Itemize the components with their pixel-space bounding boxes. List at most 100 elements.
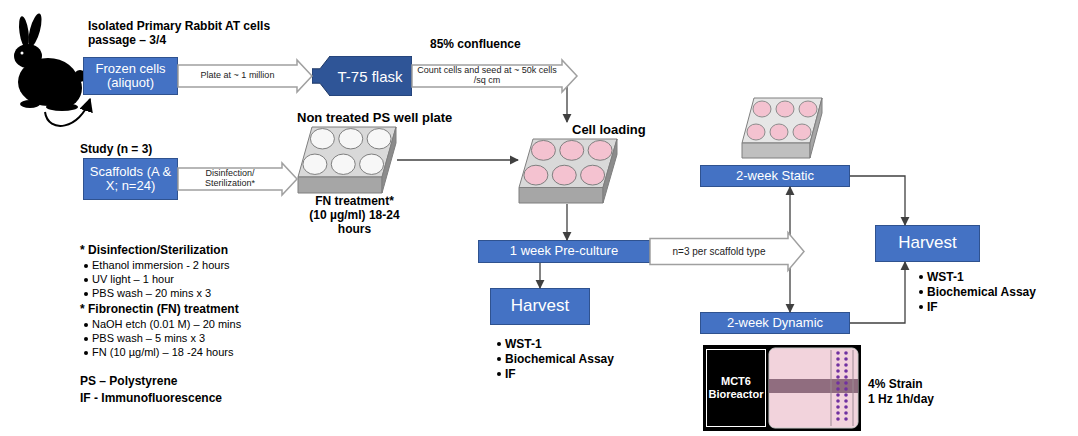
label-text: IF - Immunofluorescence bbox=[80, 391, 222, 405]
rabbit-silhouette bbox=[14, 12, 86, 111]
plate-well bbox=[367, 129, 391, 149]
plate-well bbox=[776, 101, 794, 117]
bullet-item: FN (10 µg/ml) – 18 -24 hours bbox=[92, 346, 302, 359]
bullet-dot bbox=[497, 342, 501, 346]
bullet-item: WST-1 bbox=[505, 337, 625, 351]
edge-label: Plate at ~ 1 million bbox=[181, 65, 294, 87]
note-text: IF - Immunofluorescence bbox=[80, 391, 280, 405]
connector-line bbox=[397, 159, 518, 160]
bullet-dot bbox=[84, 337, 88, 341]
node-text: 2-week Static bbox=[736, 169, 814, 183]
label-text: Ethanol immersion - 2 hours bbox=[92, 259, 230, 271]
label-text: Biochemical Assay bbox=[927, 285, 1036, 299]
label-text: * Disinfection/Sterilization bbox=[80, 243, 228, 257]
plate-well bbox=[793, 124, 811, 140]
bioreactor-box: MCT6 Bioreactor bbox=[706, 349, 766, 427]
node-text: Non treated PS well plate bbox=[297, 110, 397, 126]
block-arrow bbox=[178, 60, 312, 92]
label-text: FN (10 µg/ml) – 18 -24 hours bbox=[92, 346, 233, 358]
bioreactor-frame bbox=[703, 345, 861, 431]
edge-label: n=3 per scaffold type bbox=[653, 239, 785, 265]
note-text: Isolated Primary Rabbit AT cells passage… bbox=[88, 19, 308, 48]
bullet-dot bbox=[84, 351, 88, 355]
bullet-item: IF bbox=[505, 367, 625, 381]
bullet-item: NaOH etch (0.01 M) – 20 mins bbox=[92, 318, 302, 331]
connector bbox=[540, 263, 541, 288]
connector bbox=[650, 252, 790, 313]
label-text: Study (n = 3) bbox=[80, 142, 152, 156]
chamber-rail bbox=[853, 350, 854, 426]
bullet-dot bbox=[497, 357, 501, 361]
label-text: PBS wash – 20 mins x 3 bbox=[92, 287, 211, 299]
process-box: 2-week Static bbox=[700, 165, 850, 187]
connector bbox=[850, 262, 905, 323]
block-arrow bbox=[178, 163, 297, 195]
note-text: 4% Strain bbox=[868, 377, 968, 391]
node-text: Frozen cells (aliquot) bbox=[86, 62, 175, 91]
well-plate-illustration bbox=[742, 98, 822, 158]
chamber-rail bbox=[831, 350, 832, 426]
bullet-item: Ethanol immersion - 2 hours bbox=[92, 259, 302, 272]
bullet-item: PBS wash – 20 mins x 3 bbox=[92, 287, 302, 300]
source-arrow bbox=[45, 99, 90, 126]
label-text: * Fibronectin (FN) treatment bbox=[80, 302, 239, 316]
node-text: Harvest bbox=[511, 297, 570, 316]
plate-side bbox=[298, 177, 382, 193]
flask-body bbox=[312, 56, 412, 96]
plate-well bbox=[799, 101, 817, 117]
label-text: 85% confluence bbox=[430, 37, 521, 51]
bullet-dot bbox=[84, 278, 88, 282]
bullet-dot bbox=[84, 292, 88, 296]
edge-label: Count cells and seed at ~ 50k cells /sq … bbox=[415, 65, 559, 87]
bullet-dot bbox=[497, 372, 501, 376]
note-text: * Disinfection/Sterilization bbox=[80, 243, 300, 257]
connector bbox=[567, 204, 568, 240]
plate-side bbox=[742, 143, 810, 158]
bullet-item: Biochemical Assay bbox=[505, 352, 625, 366]
node-text: T-75 flask bbox=[321, 68, 402, 85]
process-box: 1 week Pre-culture bbox=[478, 240, 650, 263]
block-arrow bbox=[412, 60, 577, 92]
plate-well bbox=[588, 140, 612, 160]
node-text: 1 week Pre-culture bbox=[510, 244, 618, 258]
connector bbox=[850, 176, 905, 225]
bullet-dot bbox=[919, 275, 923, 279]
culture-chamber bbox=[769, 348, 858, 428]
label-text: UV light – 1 hour bbox=[92, 273, 174, 285]
note-text: * Fibronectin (FN) treatment bbox=[80, 302, 300, 316]
bullet-dot bbox=[919, 305, 923, 309]
plate-well bbox=[560, 140, 584, 160]
label-text: IF bbox=[505, 367, 516, 381]
connector-line bbox=[650, 252, 790, 313]
label-text: IF bbox=[927, 300, 938, 314]
plate-top bbox=[742, 98, 822, 143]
label-text: WST-1 bbox=[505, 337, 542, 351]
plate-outline bbox=[518, 138, 618, 204]
plate-top bbox=[298, 127, 396, 177]
plate-well bbox=[339, 129, 363, 149]
block-arrow bbox=[650, 233, 804, 271]
plate-well bbox=[747, 124, 765, 140]
note-text: 85% confluence bbox=[430, 37, 560, 51]
bullet-item: Biochemical Assay bbox=[927, 285, 1067, 299]
rabbit-eye bbox=[21, 52, 24, 55]
harvest-box: Harvest bbox=[875, 225, 980, 262]
flask-shape: T-75 flask bbox=[312, 56, 412, 96]
plate-well bbox=[581, 165, 605, 185]
connector bbox=[650, 187, 804, 271]
rabbit-head bbox=[14, 44, 42, 68]
label-text: WST-1 bbox=[927, 270, 964, 284]
connector bbox=[178, 60, 312, 92]
node-text: FN treatment* (10 µg/ml) 18-24 hours bbox=[307, 194, 402, 236]
plate-top bbox=[519, 139, 617, 188]
label-text: PBS wash – 5 mins x 3 bbox=[92, 332, 205, 344]
bullet-dot bbox=[84, 323, 88, 327]
connector-line bbox=[850, 262, 905, 323]
plate-well bbox=[360, 154, 384, 174]
well-plate: Cell loading bbox=[518, 122, 618, 204]
connector bbox=[178, 163, 297, 195]
label-text: Biochemical Assay bbox=[505, 352, 614, 366]
bullet-item: WST-1 bbox=[927, 270, 1067, 284]
process-box: 2-week Dynamic bbox=[700, 312, 850, 334]
